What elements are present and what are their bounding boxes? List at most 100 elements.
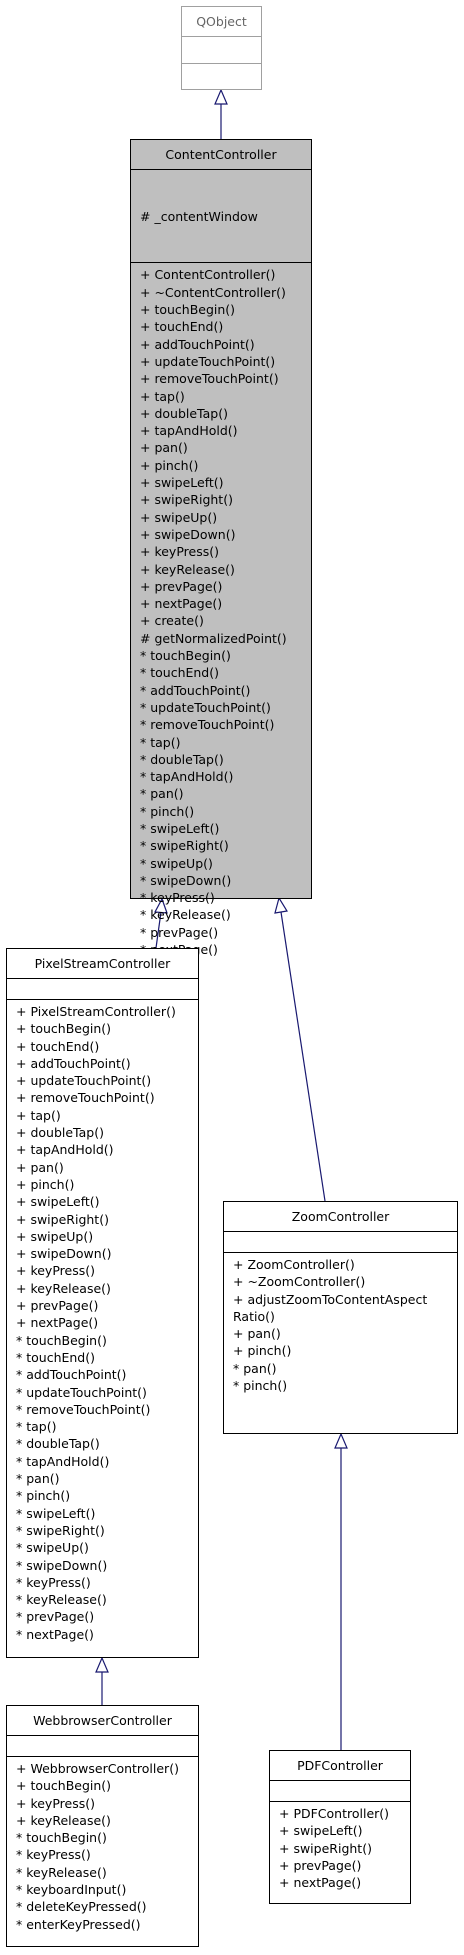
method-item: + swipeRight() <box>279 1840 372 1856</box>
method-item: * keyPress() <box>16 1574 91 1590</box>
method-item: * tapAndHold() <box>140 769 234 785</box>
class-box-qobject[interactable]: QObject <box>181 6 262 90</box>
method-item: + pan() <box>16 1159 64 1175</box>
arrowhead-pixelstream <box>95 1656 109 1673</box>
arrowhead-contentcontroller-left <box>154 897 168 914</box>
method-item: * nextPage() <box>16 1626 94 1642</box>
method-item: + nextPage() <box>16 1315 99 1331</box>
method-item: * swipeUp() <box>140 855 213 871</box>
method-item: + WebbrowserController() <box>16 1761 179 1776</box>
method-item: * swipeRight() <box>16 1522 105 1538</box>
method-item: + swipeDown() <box>140 526 236 542</box>
method-item: * keyboardInput() <box>16 1882 127 1898</box>
method-item: + ContentController() <box>140 267 276 283</box>
class-box-zoomcontroller[interactable]: ZoomController + ZoomController()+ ~Zoom… <box>223 1201 458 1434</box>
method-item: + removeTouchPoint() <box>140 371 279 387</box>
method-item: * swipeUp() <box>16 1540 89 1556</box>
method-item: + tap() <box>16 1107 61 1123</box>
method-section: + PDFController()+ swipeLeft()+ swipeRig… <box>270 1802 410 1894</box>
attribute-section <box>224 1232 457 1253</box>
attribute-section <box>7 1736 198 1757</box>
method-item: * swipeLeft() <box>16 1505 96 1521</box>
method-item: * tapAndHold() <box>16 1453 110 1469</box>
method-item: # getNormalizedPoint() <box>140 630 287 646</box>
method-item: + keyRelease() <box>140 561 235 577</box>
method-item: * touchBegin() <box>16 1830 107 1846</box>
method-item: * keyRelease() <box>16 1592 107 1608</box>
method-item: * touchEnd() <box>140 665 219 681</box>
arrowhead-qobject <box>214 88 228 105</box>
method-item: + keyRelease() <box>16 1812 111 1828</box>
method-item: * prevPage() <box>140 924 219 940</box>
method-item: * keyPress() <box>16 1847 91 1863</box>
attribute-section <box>7 979 198 1000</box>
method-item: + swipeLeft() <box>16 1194 100 1210</box>
method-item: + PixelStreamController() <box>16 1004 176 1019</box>
method-item: * addTouchPoint() <box>16 1367 127 1383</box>
method-item: + PDFController() <box>279 1806 390 1821</box>
method-item: + pan() <box>233 1326 281 1342</box>
method-section <box>182 64 261 90</box>
method-item: * swipeRight() <box>140 838 229 854</box>
class-box-pdfcontroller[interactable]: PDFController + PDFController()+ swipeLe… <box>269 1750 411 1904</box>
method-item: + keyPress() <box>16 1795 95 1811</box>
method-item: * touchBegin() <box>140 648 231 664</box>
method-item: + nextPage() <box>279 1875 362 1891</box>
method-item: + pinch() <box>140 457 199 473</box>
method-section: + WebbrowserController()+ touchBegin()+ … <box>7 1757 198 1936</box>
class-name: PDFController <box>270 1751 410 1781</box>
method-item: * pan() <box>16 1471 60 1487</box>
method-item: + touchBegin() <box>140 302 236 318</box>
method-item: + updateTouchPoint() <box>140 353 276 369</box>
method-item: * addTouchPoint() <box>140 682 251 698</box>
method-item: * keyRelease() <box>16 1864 107 1880</box>
class-name: QObject <box>182 7 261 37</box>
method-item: + keyPress() <box>140 544 219 560</box>
method-item: + swipeRight() <box>16 1211 109 1227</box>
class-name: PixelStreamController <box>7 949 198 979</box>
method-item: * doubleTap() <box>16 1436 100 1452</box>
method-item: + ~ZoomController() <box>233 1274 366 1290</box>
method-item: + touchBegin() <box>16 1778 112 1794</box>
attribute-section <box>182 37 261 64</box>
method-section: + ContentController()+ ~ContentControlle… <box>131 263 311 961</box>
method-item: * pinch() <box>16 1488 71 1504</box>
method-item: * prevPage() <box>16 1609 95 1625</box>
method-item: + addTouchPoint() <box>140 336 255 352</box>
arrowhead-zoom <box>334 1432 348 1449</box>
method-item: * touchEnd() <box>16 1349 95 1365</box>
method-item: * keyPress() <box>140 890 215 906</box>
method-item: * swipeDown() <box>140 872 232 888</box>
class-box-webbrowsercontroller[interactable]: WebbrowserController + WebbrowserControl… <box>6 1705 199 1947</box>
method-section: + ZoomController()+ ~ZoomController()+ a… <box>224 1253 457 1397</box>
method-item: + tapAndHold() <box>16 1142 114 1158</box>
method-item: + addTouchPoint() <box>16 1055 131 1071</box>
class-box-pixelstreamcontroller[interactable]: PixelStreamController + PixelStreamContr… <box>6 948 199 1658</box>
method-item: * pinch() <box>140 803 195 819</box>
method-item: + swipeUp() <box>16 1228 94 1244</box>
arrowhead-contentcontroller-right <box>274 896 288 914</box>
method-item: * touchBegin() <box>16 1332 107 1348</box>
method-item: * pan() <box>140 786 184 802</box>
method-item: + prevPage() <box>16 1298 99 1314</box>
method-item: + swipeDown() <box>16 1246 112 1262</box>
method-item: * tap() <box>140 734 181 750</box>
method-item: * keyRelease() <box>140 907 231 923</box>
method-item: * removeTouchPoint() <box>16 1401 151 1417</box>
class-name: WebbrowserController <box>7 1706 198 1736</box>
method-item: + touchEnd() <box>140 319 224 335</box>
method-item: Ratio() <box>233 1308 275 1324</box>
method-item: + touchEnd() <box>16 1038 100 1054</box>
method-item: * doubleTap() <box>140 751 224 767</box>
method-item: + pinch() <box>16 1176 75 1192</box>
method-item: * updateTouchPoint() <box>16 1384 147 1400</box>
attribute-section <box>270 1781 410 1802</box>
method-item: + keyPress() <box>16 1263 95 1279</box>
method-item: + swipeLeft() <box>140 475 224 491</box>
method-item: + tap() <box>140 388 185 404</box>
edge-pixelstream-to-contentcontroller <box>155 911 162 949</box>
method-item: * tap() <box>16 1419 57 1435</box>
method-item: + swipeUp() <box>140 509 218 525</box>
class-box-contentcontroller[interactable]: ContentController # _contentWindow + Con… <box>130 139 312 957</box>
